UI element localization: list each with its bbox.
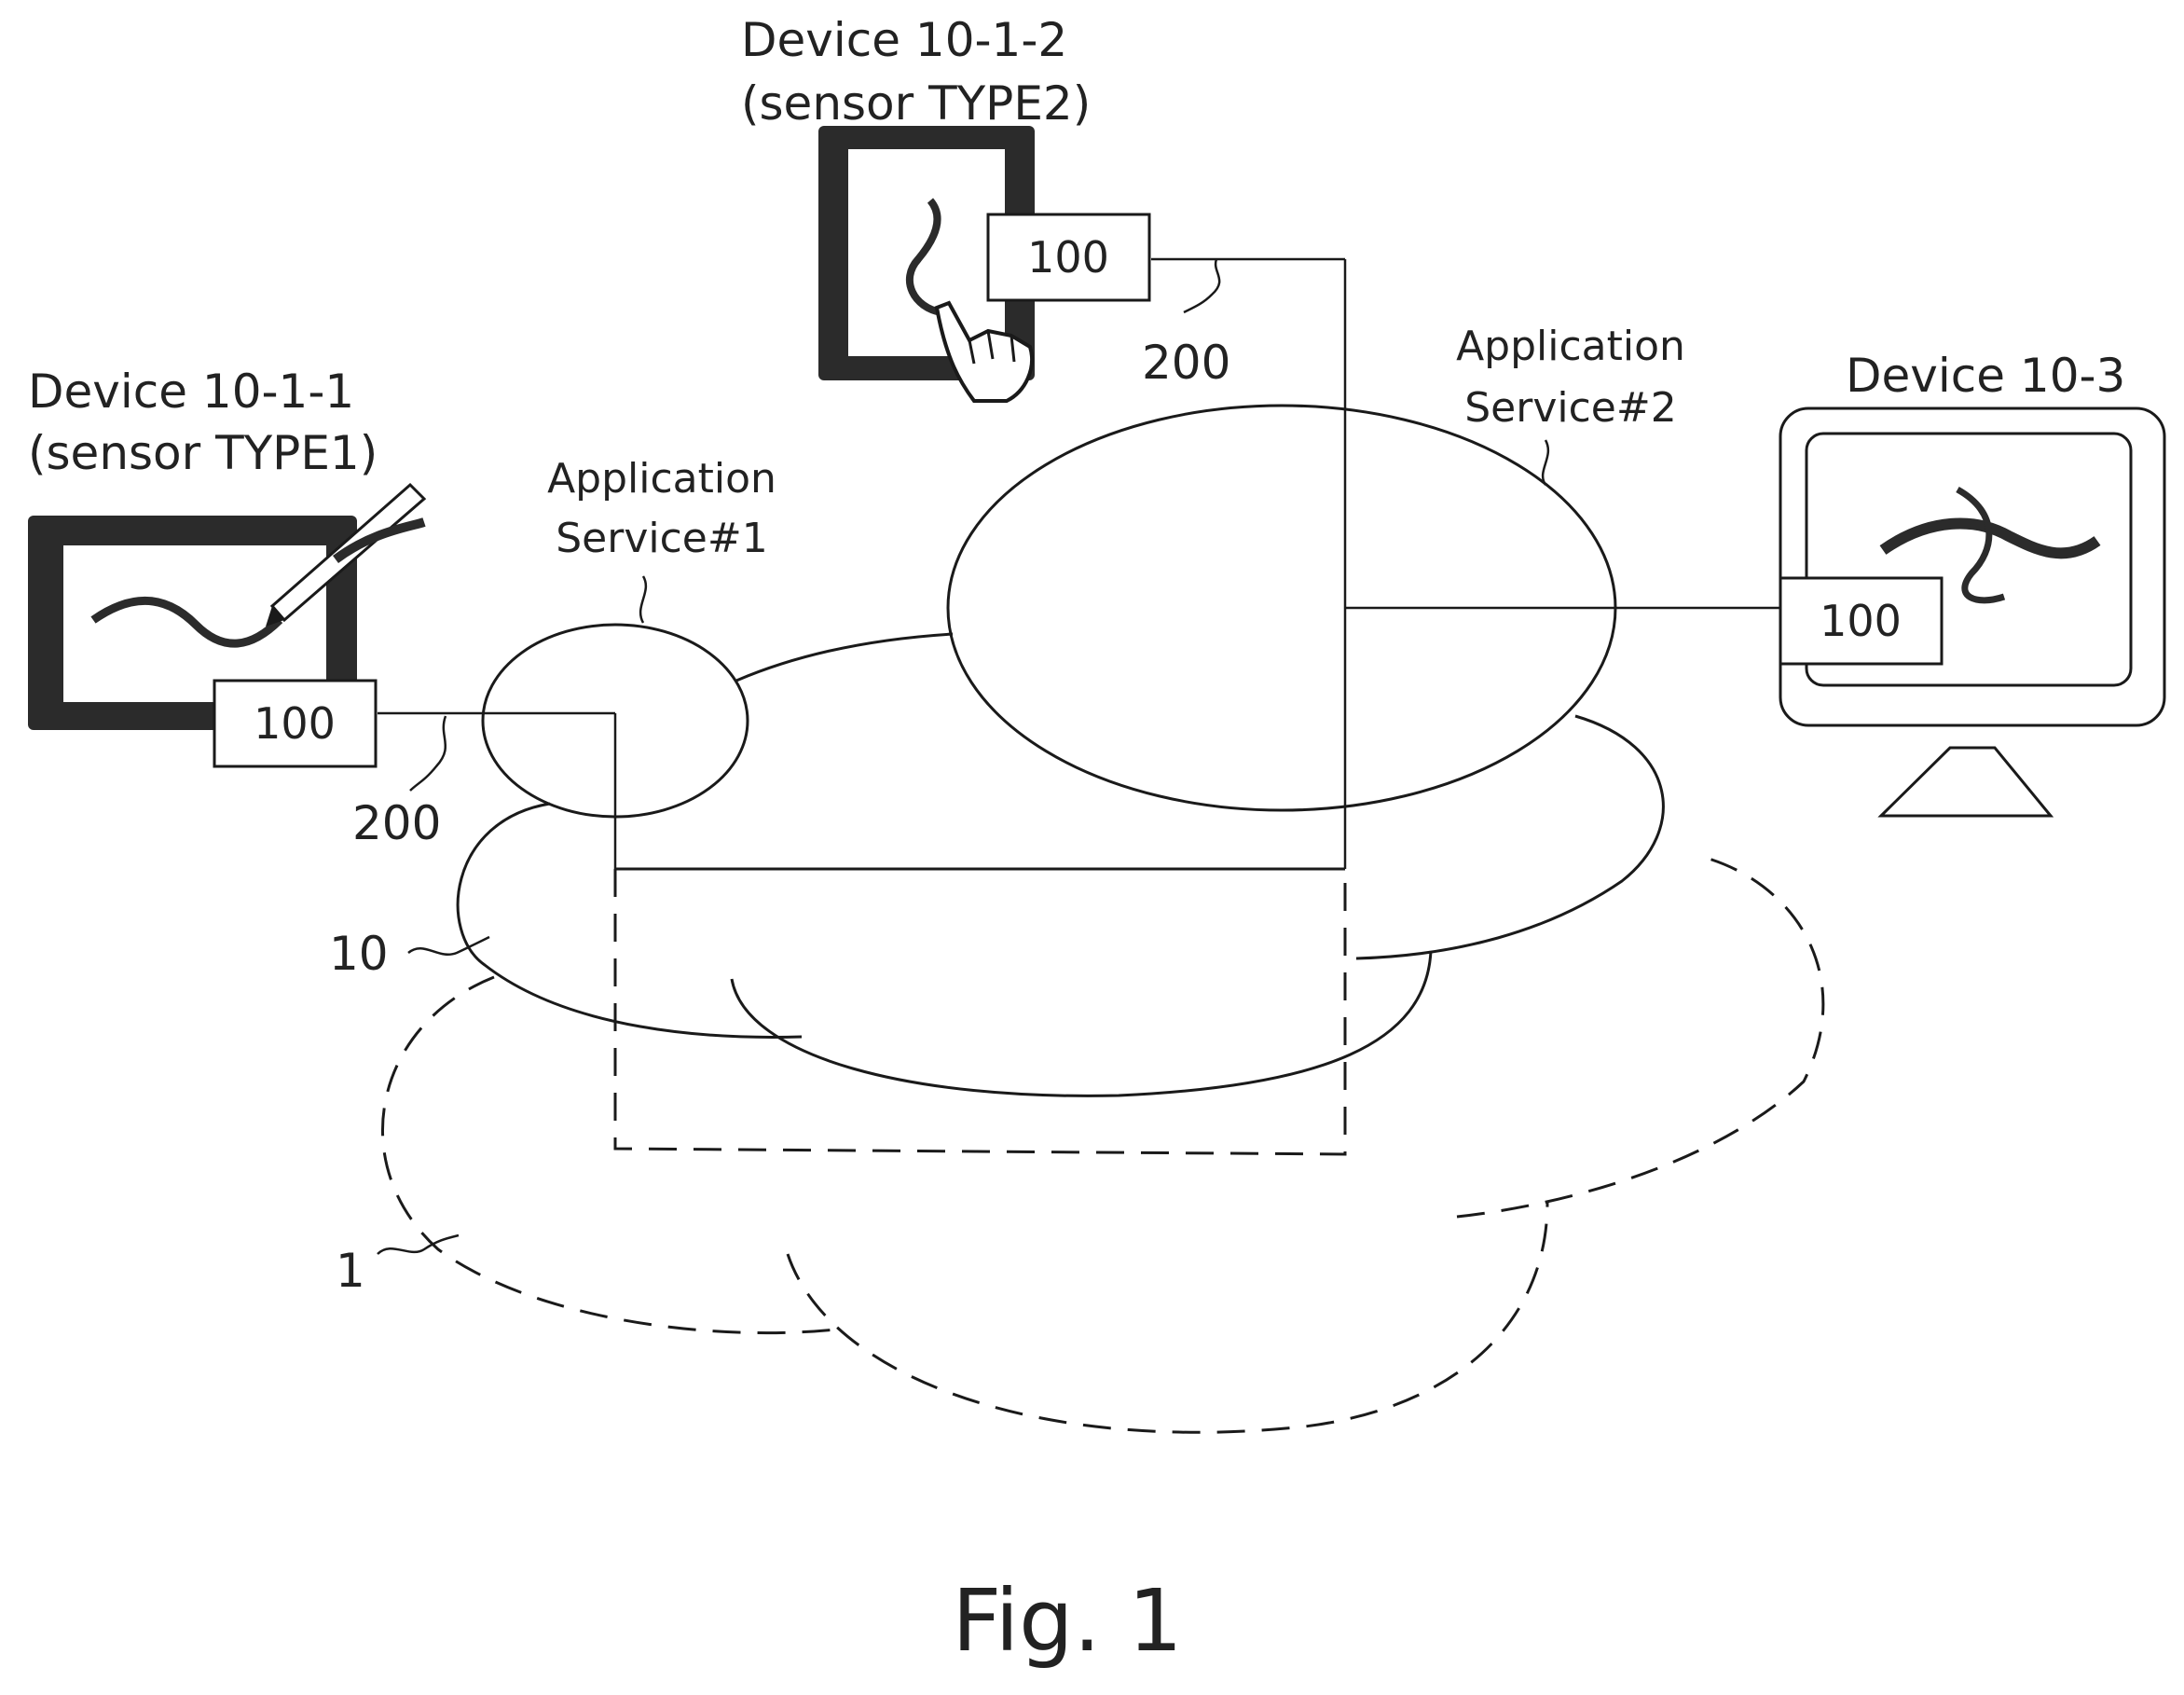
svg-text:Application: Application	[547, 455, 776, 503]
svg-text:10: 10	[329, 927, 389, 981]
device-10-3: 100 Device 10-3	[1780, 349, 2164, 816]
system-10	[458, 716, 1663, 1096]
module-100-label: 100	[1027, 232, 1109, 282]
device-10-1-1: 100 Device 10-1-1 (sensor TYPE1) 200	[28, 365, 446, 850]
device-10-1-1-sensor: (sensor TYPE1)	[28, 426, 378, 480]
ref-10: 10	[329, 927, 489, 981]
svg-text:Application: Application	[1456, 323, 1685, 370]
link-200-squiggle	[1184, 259, 1219, 312]
link-200-label: 200	[1142, 336, 1230, 390]
device-10-3-label: Device 10-3	[1846, 349, 2125, 403]
module-100-label: 100	[254, 698, 336, 749]
figure-caption: Fig. 1	[952, 1571, 1182, 1671]
link-200-squiggle	[410, 716, 446, 791]
svg-text:Service#2: Service#2	[1464, 384, 1676, 432]
module-100-label: 100	[1820, 596, 1902, 646]
service-1-label: Application Service#1	[547, 455, 776, 623]
device-10-1-1-label: Device 10-1-1	[28, 365, 354, 419]
ref-1: 1	[336, 1235, 459, 1298]
device-10-1-2-label: Device 10-1-2	[741, 13, 1067, 67]
device-10-1-2: 100 Device 10-1-2 (sensor TYPE2) 200	[741, 13, 1230, 401]
cloud-1	[382, 858, 1822, 1432]
service-link-curve	[736, 634, 953, 681]
link-200-label: 200	[352, 796, 441, 850]
svg-text:1: 1	[336, 1244, 365, 1298]
service-2-label: Application Service#2	[1456, 323, 1685, 485]
svg-text:Service#1: Service#1	[556, 515, 767, 562]
device-10-1-2-sensor: (sensor TYPE2)	[741, 76, 1091, 131]
monitor-stand	[1881, 748, 2051, 816]
